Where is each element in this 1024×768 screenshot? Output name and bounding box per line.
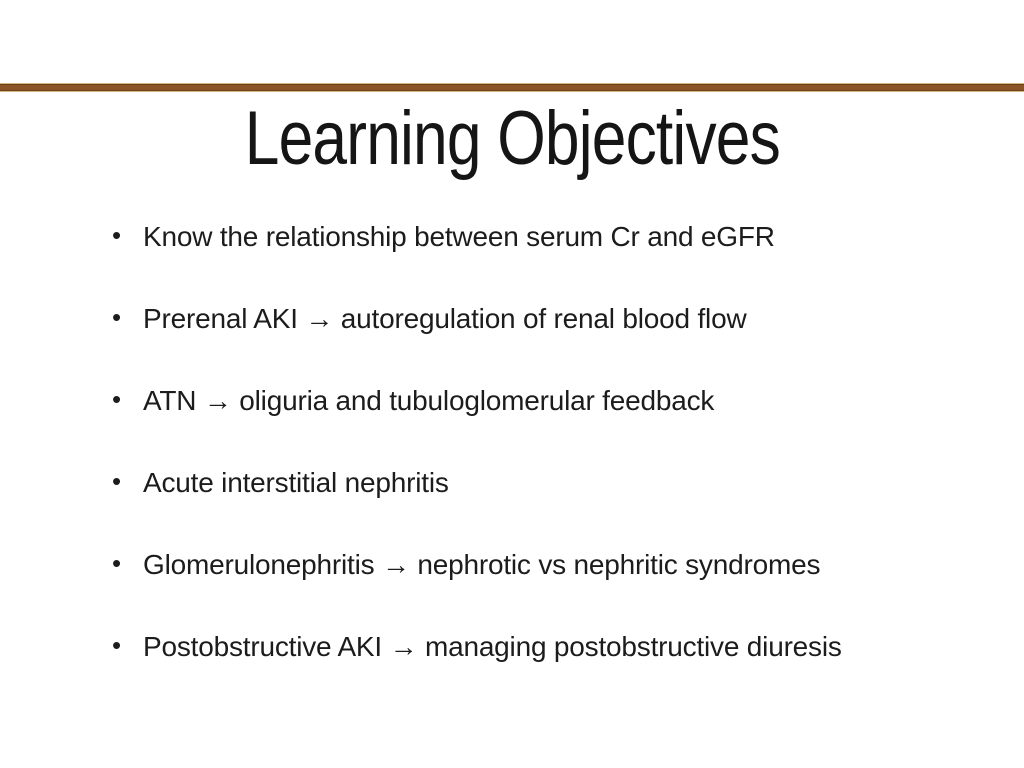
list-item: • Glomerulonephritis → nephrotic vs neph…	[0, 524, 1024, 606]
bullet-text: Prerenal AKI → autoregulation of renal b…	[143, 303, 747, 335]
bullet-text: Know the relationship between serum Cr a…	[143, 221, 775, 253]
bullet-list: • Know the relationship between serum Cr…	[0, 196, 1024, 688]
bullet-text: Postobstructive AKI → managing postobstr…	[143, 631, 842, 663]
list-item: • Postobstructive AKI → managing postobs…	[0, 606, 1024, 688]
list-item: • Prerenal AKI → autoregulation of renal…	[0, 278, 1024, 360]
list-item: • Know the relationship between serum Cr…	[0, 196, 1024, 278]
bullet-icon: •	[112, 548, 121, 579]
list-item: • Acute interstitial nephritis	[0, 442, 1024, 524]
bullet-icon: •	[112, 384, 121, 415]
page-title: Learning Objectives	[244, 96, 780, 181]
title-container: Learning Objectives	[0, 96, 1024, 181]
bullet-icon: •	[112, 630, 121, 661]
bullet-text: Acute interstitial nephritis	[143, 467, 449, 499]
bullet-icon: •	[112, 302, 121, 333]
bullet-icon: •	[112, 466, 121, 497]
bullet-text: ATN → oliguria and tubuloglomerular feed…	[143, 385, 715, 417]
list-item: • ATN → oliguria and tubuloglomerular fe…	[0, 360, 1024, 442]
bullet-text: Glomerulonephritis → nephrotic vs nephri…	[143, 549, 821, 581]
bullet-icon: •	[112, 220, 121, 251]
accent-rule-divider	[0, 83, 1024, 92]
